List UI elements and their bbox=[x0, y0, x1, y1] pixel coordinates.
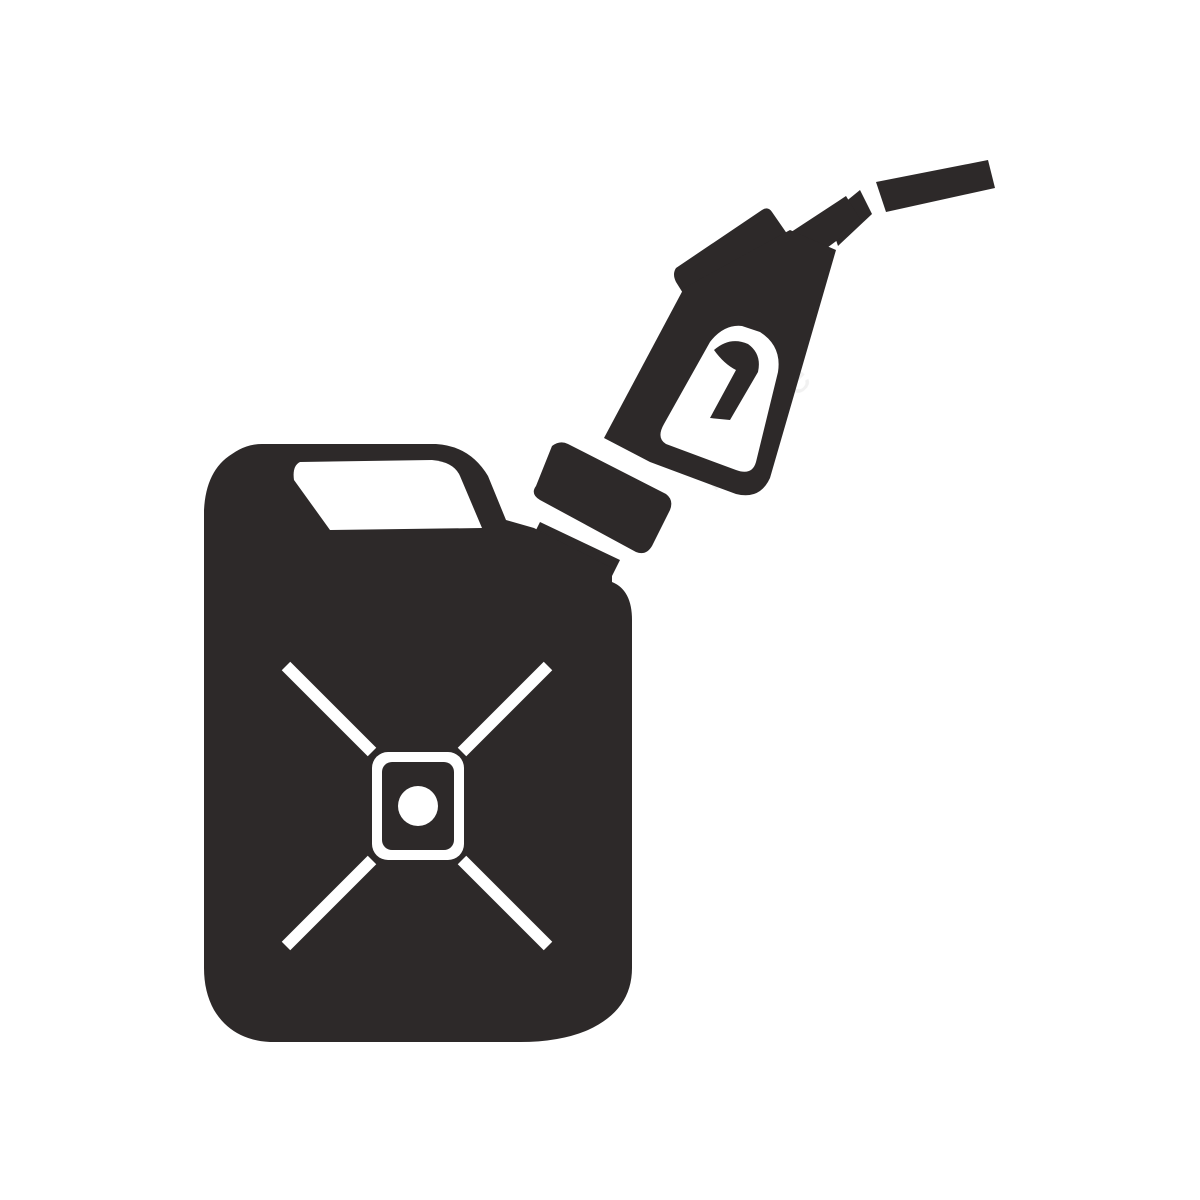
jerrycan-cap-icon bbox=[398, 786, 438, 826]
jerrycan-handle-opening bbox=[293, 460, 482, 530]
jerrycan-icon bbox=[204, 444, 632, 1042]
jerrycan-x-emboss bbox=[281, 661, 553, 951]
hose-icon bbox=[828, 160, 995, 246]
